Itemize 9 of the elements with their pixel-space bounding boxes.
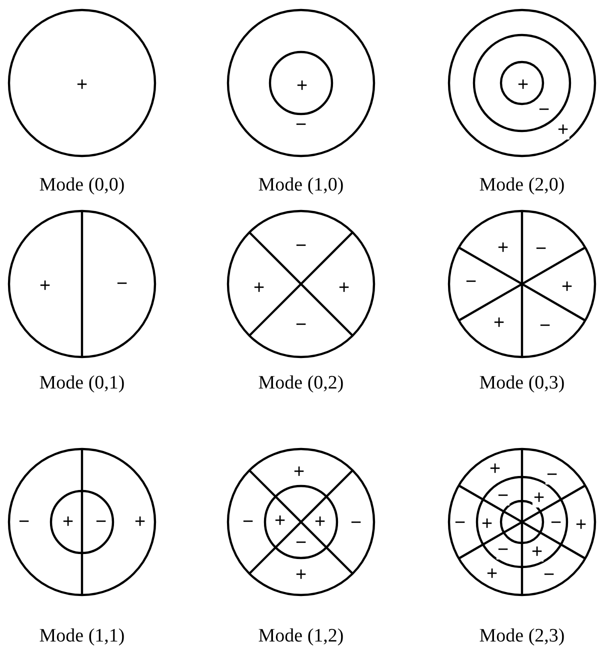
mode-caption: Mode (2,3) [479,626,565,646]
mode-caption: Mode (0,0) [39,176,125,194]
mode-caption: Mode (0,1) [39,374,125,392]
mode-caption: Mode (0,3) [479,374,565,392]
mode-caption: Mode (0,2) [258,374,344,392]
mode-caption: Mode (1,1) [39,626,125,646]
mode-caption: Mode (1,2) [258,626,344,646]
mode-caption: Mode (1,0) [258,176,344,194]
mode-caption: Mode (2,0) [479,176,565,194]
